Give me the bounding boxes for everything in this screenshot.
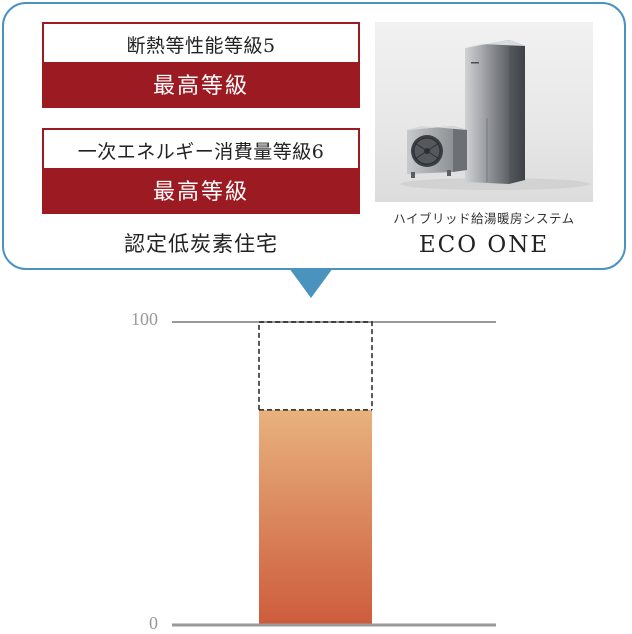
insulation-grade-title: 断熱等性能等級5 xyxy=(126,34,276,57)
product-name: ECO ONE xyxy=(418,232,550,258)
bar-value xyxy=(259,409,372,625)
product-caption: ハイブリッド給湯暖房システム xyxy=(393,211,575,226)
insulation-grade-box: 断熱等性能等級5 最高等級 xyxy=(42,22,360,108)
product-photo xyxy=(375,22,593,202)
heat-pump-illustration xyxy=(400,40,590,190)
insulation-grade-badge: 最高等級 xyxy=(44,62,358,106)
certification-label: 認定低炭素住宅 xyxy=(124,232,278,256)
energy-grade-badge: 最高等級 xyxy=(44,168,358,212)
energy-grade-box: 一次エネルギー消費量等級6 最高等級 xyxy=(42,128,360,214)
energy-grade-title: 一次エネルギー消費量等級6 xyxy=(77,140,325,163)
callout-panel: 断熱等性能等級5 最高等級 一次エネルギー消費量等級6 最高等級 認定低炭素住宅 xyxy=(2,2,626,270)
y-tick-label-0: 0 xyxy=(149,613,158,633)
bar-reference-outline xyxy=(258,321,373,410)
callout-pointer xyxy=(289,268,333,298)
y-tick-label-100: 100 xyxy=(131,309,158,329)
